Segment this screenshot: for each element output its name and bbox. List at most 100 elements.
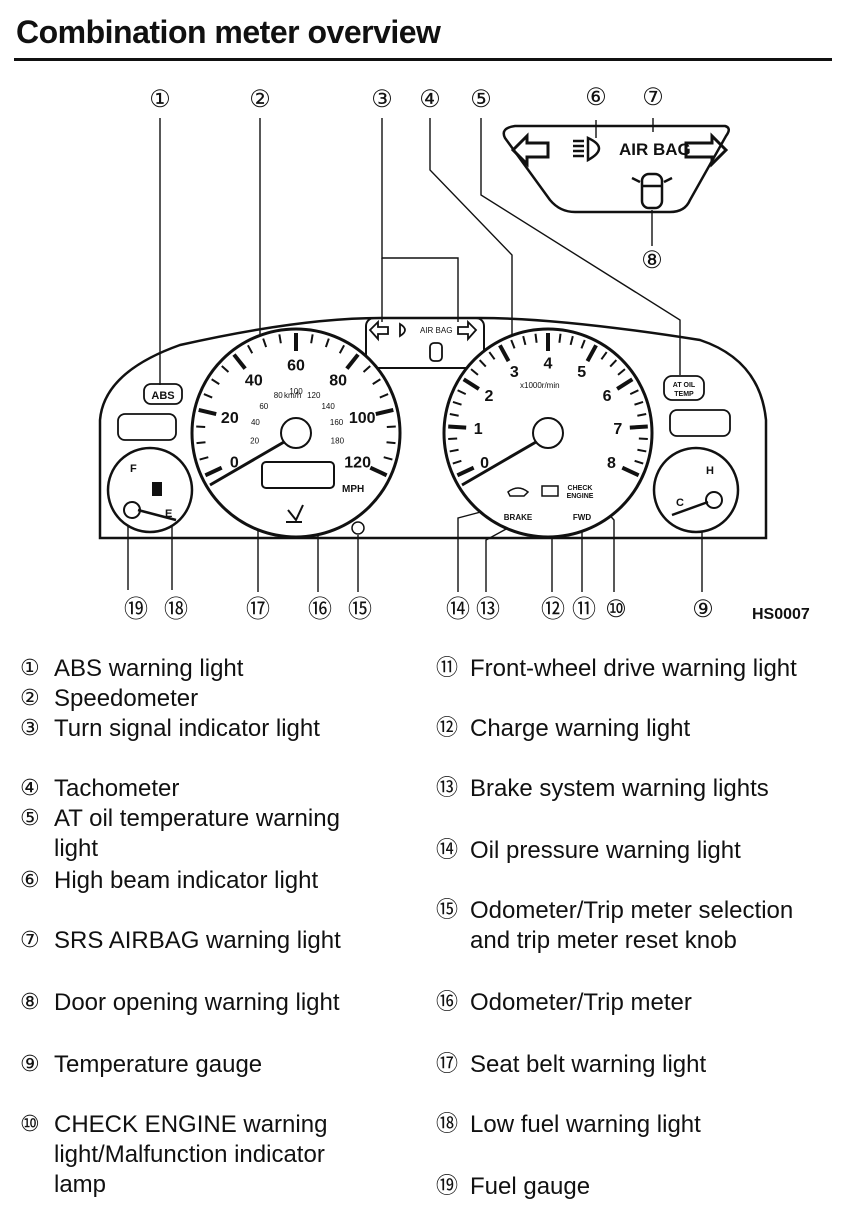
rpm-tick-label: 0	[480, 455, 489, 472]
kmh-tick-label: 80	[274, 391, 283, 400]
rpm-tick-tick	[629, 389, 639, 395]
rpm-tick-tick	[448, 437, 458, 440]
callout-18: ⑱	[164, 596, 188, 623]
callout-15: ⑮	[348, 596, 372, 623]
left-slot	[117, 413, 177, 441]
callout-9: ⑨	[692, 596, 714, 623]
callout-13: ⑬	[476, 596, 500, 623]
callout-12: ⑫	[541, 596, 565, 623]
mph-tick-tick	[221, 365, 230, 373]
rpm-tick-tick	[569, 335, 574, 346]
mph-tick-tick	[372, 378, 381, 385]
callout-3: ③	[371, 86, 393, 113]
rpm-tick-tick	[558, 333, 562, 343]
callout-7: ⑦	[642, 84, 664, 111]
check-label: CHECK	[568, 485, 593, 492]
title-rule	[14, 58, 832, 61]
battery-icon	[541, 485, 559, 497]
mph-tick-label: 0	[230, 454, 239, 471]
fuel-f-label: F	[130, 463, 137, 475]
meter-diagram: ① ② ③ ④ ⑤ ⑥ ⑦ ⑧ ⑲ ⑱ ⑰ ⑯ ⑮ ⑭ ⑬ ⑫ ⑪ ⑩ ⑨ HS…	[98, 84, 810, 623]
mph-tick-label: 120	[344, 454, 371, 471]
mph-tick-tick	[310, 334, 314, 344]
rpm-tick-tick	[488, 351, 496, 360]
reset-knob	[351, 521, 365, 535]
rpm-tick-label: 2	[485, 388, 494, 405]
mph-tick-tick	[369, 465, 388, 478]
callout-6: ⑥	[585, 84, 607, 111]
indicator-inset	[502, 124, 730, 214]
rpm-tick-label: 4	[544, 356, 553, 373]
callout-19: ⑲	[124, 596, 148, 623]
rpm-tick-tick	[457, 389, 467, 395]
rpm-tick-label: 7	[613, 421, 622, 438]
callout-8: ⑧	[641, 247, 663, 274]
temp-c-label: C	[676, 497, 684, 509]
rpm-tick-tick	[498, 344, 511, 363]
mph-tick-tick	[338, 344, 345, 354]
rpm-tick-tick	[629, 424, 648, 430]
kmh-tick-label: 60	[259, 402, 268, 411]
rpm-tick-tick	[452, 400, 462, 406]
mph-tick-tick	[379, 393, 389, 399]
mph-tick-tick	[375, 407, 394, 417]
abs-box	[143, 383, 183, 405]
rpm-tick-label: 6	[603, 388, 612, 405]
mph-tick-tick	[262, 338, 268, 348]
mph-tick-tick	[383, 456, 393, 461]
mph-unit: MPH	[342, 484, 364, 495]
air-bag-small-label: AIR BAG	[420, 326, 452, 335]
rpm-tick-tick	[452, 459, 462, 465]
page-title: Combination meter overview	[16, 14, 441, 50]
rpm-tick-tick	[617, 368, 626, 376]
mph-tick-tick	[345, 353, 360, 370]
mph-tick-tick	[211, 378, 220, 385]
kmh-unit: km/h	[284, 391, 301, 400]
callout-2: ②	[249, 86, 271, 113]
callout-17: ⑰	[246, 596, 270, 623]
kmh-tick-label: 140	[321, 402, 335, 411]
callout-10: ⑩	[605, 596, 627, 623]
rpm-tick-label: 1	[474, 421, 483, 438]
rpm-tick-tick	[470, 368, 479, 376]
fuel-gauge: F E	[106, 446, 194, 534]
rpm-tick-tick	[449, 448, 459, 453]
mph-tick-tick	[199, 456, 209, 461]
callout-16: ⑯	[308, 596, 332, 623]
at-oil-box	[663, 375, 705, 401]
mph-tick-tick	[198, 407, 217, 417]
air-bag-label: AIR BAG	[619, 140, 691, 159]
mph-tick-label: 80	[329, 372, 347, 389]
kmh-tick-label: 20	[250, 436, 259, 445]
right-slot	[669, 409, 731, 437]
seatbelt-icon	[286, 504, 304, 523]
rpm-tick-tick	[621, 465, 640, 478]
mph-tick-label: 20	[221, 410, 239, 427]
brake-label: BRAKE	[504, 513, 533, 522]
callout-11: ⑪	[572, 596, 596, 623]
engine-label: ENGINE	[567, 493, 594, 500]
rpm-tick-tick	[449, 413, 459, 417]
rpm-tick-tick	[634, 459, 644, 465]
at-oil-label: AT OIL	[673, 382, 696, 389]
figure-code: HS0007	[752, 606, 810, 623]
tacho-unit: x1000r/min	[520, 381, 560, 390]
rpm-tick-tick	[634, 400, 644, 406]
mph-tick-tick	[196, 441, 206, 445]
